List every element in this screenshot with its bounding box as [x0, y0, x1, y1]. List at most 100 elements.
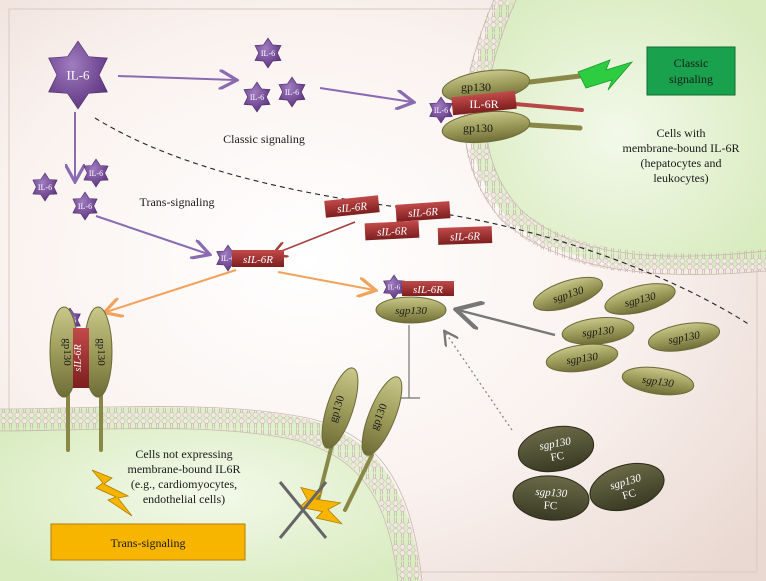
sil6r-complex-label: sIL-6R	[243, 254, 273, 266]
sil6r-free-label: sIL-6R	[408, 206, 439, 220]
classic-signaling-label: Classic signaling	[223, 132, 305, 146]
sgp130-free-label: sgp130	[641, 374, 675, 390]
arrow-to-sgp130-complex	[277, 271, 374, 290]
il6-sil6r-bound-label: IL-6	[221, 254, 235, 263]
sil6r-on-sgp130	[402, 281, 454, 296]
sgp130fc-label-line2: FC	[543, 500, 557, 513]
trans-signaling-label: Trans-signaling	[140, 195, 215, 209]
cells-with-line1: Cells with	[656, 126, 705, 140]
blocked-lightning-icon	[298, 486, 343, 525]
cells-with-line3: (hepatocytes and	[641, 156, 722, 170]
classic-lightning-icon	[577, 59, 634, 91]
sil6r-free-label: sIL-6R	[337, 200, 368, 215]
top-right-membrane	[463, 0, 766, 276]
il6-classic-1-star	[254, 37, 282, 69]
sgp130-free-label: sgp130	[667, 329, 701, 346]
trans-lightning-icon	[91, 469, 133, 517]
gp130-left-b-label: gp130	[95, 338, 107, 366]
cells-not-line2: membrane-bound IL6R	[128, 462, 241, 476]
sgp130-free-1: sgp130	[533, 276, 603, 312]
il6-trans-2-label: IL-6	[89, 169, 103, 178]
cells-with-line2: membrane-bound IL-6R	[623, 141, 740, 155]
arrow-sgp130-cluster	[458, 310, 556, 337]
classic-receptor-complex: gp130 gp130 IL-6R	[441, 69, 584, 144]
trans-box-label: Trans-signaling	[111, 536, 186, 550]
il6-trans-1-label: IL-6	[38, 183, 52, 192]
cells-not-line1: Cells not expressing	[135, 447, 232, 461]
il6-classic-2-star	[243, 81, 271, 113]
dashed-separator	[94, 117, 751, 326]
il6-classic-bound-star	[429, 96, 453, 124]
il6-sil6r-complex: sIL-6R	[232, 250, 284, 267]
sil6r-free-2: sIL-6R	[395, 201, 451, 222]
il6r-label: IL-6R	[469, 97, 498, 111]
il6r-stalk	[513, 102, 584, 112]
sgp130-free-5: sgp130	[545, 343, 619, 373]
sil6r-free-1: sIL-6R	[324, 195, 380, 218]
gp130-top-label: gp130	[461, 80, 491, 94]
arrow-il6-to-classic	[117, 76, 235, 80]
sil6r-left	[73, 328, 89, 388]
sgp130fc-label-line2: FC	[550, 450, 565, 464]
gp130-bottom	[441, 110, 531, 144]
sil6r-free-4: sIL-6R	[437, 226, 493, 245]
il6-trans-3-label: IL-6	[78, 202, 92, 211]
sgp130fc-label-line1: sgp130	[535, 486, 568, 500]
il6-trans-1-star	[32, 172, 58, 202]
cells-not-line4: endothelial cells)	[143, 492, 225, 506]
sil6r-complex-bar	[232, 250, 284, 267]
gp130-stalk-top	[527, 73, 583, 85]
il6-trans-3-star	[72, 191, 98, 221]
sgp130-complex: sIL-6R sgp130	[375, 281, 454, 324]
arrow-sil6r-to-complex	[274, 221, 356, 254]
trans-receptor-complex-left: gp130 gp130 sIL-6R	[49, 306, 113, 452]
arrow-to-gp130-complex	[319, 87, 412, 102]
il6-large-star	[48, 40, 108, 110]
arrow-to-trans-cell	[106, 269, 237, 312]
sil6r-free-3: sIL-6R	[364, 220, 420, 241]
il6-large-label: IL-6	[66, 68, 90, 83]
classic-box-line1: Classic	[674, 56, 709, 70]
sgp130-free-label: sgp130	[582, 324, 615, 339]
sil6r-free-label: sIL-6R	[450, 230, 481, 243]
sgp130fc-label-line1: sgp130	[538, 435, 572, 452]
blocked-receptor-complex: gp130 gp130	[316, 367, 403, 512]
sgp130-free-2: sgp130	[604, 283, 676, 315]
sil6r-on-sgp130-label: sIL-6R	[413, 284, 443, 296]
il6-trans-2-star	[83, 158, 109, 188]
cross-line-2	[278, 481, 328, 539]
cells-with-line4: leukocytes)	[653, 171, 708, 185]
sgp130-bound	[375, 296, 447, 324]
gp130-blocked-b	[361, 376, 403, 456]
il6-classic-2-label: IL-6	[250, 93, 264, 102]
gp130-stalk-bottom	[527, 122, 583, 131]
il6-classic-1-label: IL-6	[261, 49, 275, 58]
sgp130-free-4: sgp130	[647, 322, 721, 352]
il6r-membrane	[451, 90, 517, 116]
gp130-left-a-label: gp130	[61, 338, 73, 366]
sil6r-left-label: sIL-6R	[73, 344, 84, 371]
gp130-bottom-label: gp130	[463, 121, 493, 135]
sgp130-free-label: sgp130	[566, 351, 600, 367]
trans-signaling-box	[50, 523, 246, 561]
sgp130-bound-label: sgp130	[395, 305, 427, 317]
gp130-blocked-a	[321, 367, 359, 449]
il6-classic-3-label: IL-6	[285, 88, 299, 97]
classic-signaling-box	[646, 46, 736, 96]
cells-not-line3: (e.g., cardiomyocytes,	[131, 477, 237, 491]
classic-box-line2: signaling	[669, 72, 713, 86]
il6-sgp130-bound-label: IL-6	[388, 283, 401, 291]
sgp130fc-label-line2: FC	[621, 487, 637, 502]
sil6r-free-label: sIL-6R	[377, 225, 408, 239]
bottom-left-membrane	[0, 406, 421, 581]
arrow-to-il6-sil6r	[95, 215, 208, 254]
il6-classic-bound-label: IL-6	[434, 106, 448, 115]
il6-classic-3-star	[278, 76, 306, 108]
